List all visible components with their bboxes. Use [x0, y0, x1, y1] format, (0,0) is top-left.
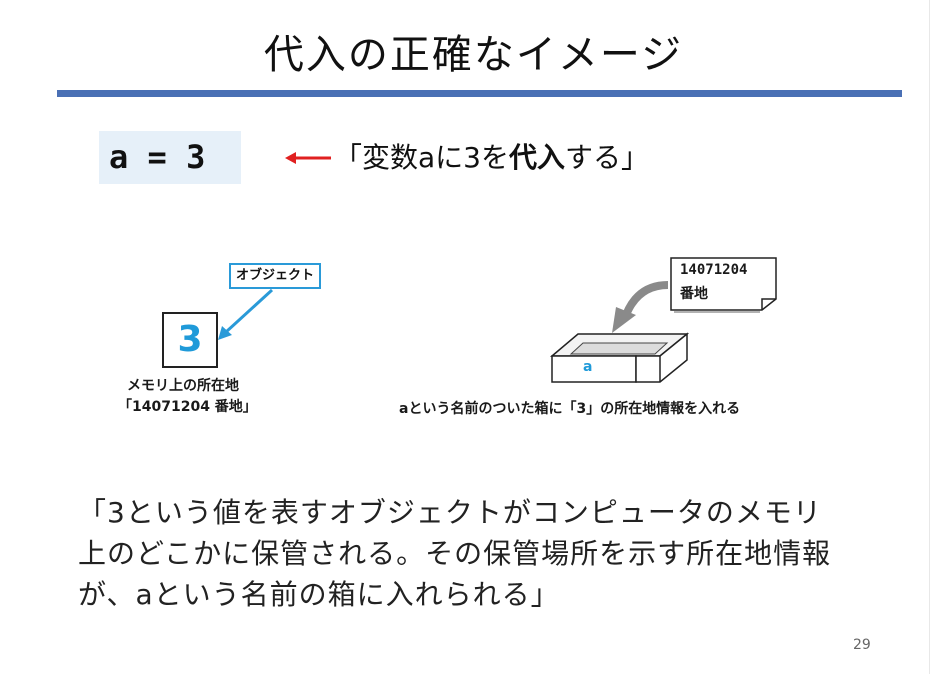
- object-label: オブジェクト: [229, 263, 321, 289]
- red-arrow-icon: [285, 152, 331, 164]
- slide-title: 代入の正確なイメージ: [263, 32, 684, 78]
- box-icon: [549, 332, 689, 383]
- box-caption: aという名前のついた箱に「3」の所在地情報を入れる: [399, 401, 741, 417]
- curved-arrow-icon: [612, 281, 669, 333]
- paragraph-line: が、aという名前の箱に入れられる」: [78, 578, 560, 611]
- desc-prefix: 「変数aに3を: [334, 141, 509, 174]
- code-description: 「変数aに3を代入する」: [334, 138, 649, 178]
- slide-edge: [929, 0, 930, 674]
- paragraph-line: 上のどこかに保管される。その保管場所を示す所在地情報: [78, 537, 832, 570]
- desc-suffix: する」: [565, 141, 650, 174]
- title-underline: [57, 90, 902, 97]
- desc-bold: 代入: [508, 141, 565, 174]
- address-number: 14071204: [680, 262, 748, 278]
- blue-arrow-icon: [218, 288, 274, 340]
- explanation-paragraph: 「3という値を表すオブジェクトがコンピュータのメモリ 上のどこかに保管される。そ…: [78, 492, 898, 615]
- memory-address-label: 「14071204 番地」: [118, 399, 257, 415]
- page-number: 29: [853, 637, 871, 653]
- memory-location-label: メモリ上の所在地: [127, 378, 239, 394]
- code-expression: a = 3: [99, 131, 241, 184]
- box-name-label: a: [583, 359, 593, 375]
- address-note-icon: [670, 257, 777, 313]
- address-unit: 番地: [680, 286, 708, 302]
- value-box: 3: [162, 312, 218, 368]
- paragraph-line: 「3という値を表すオブジェクトがコンピュータのメモリ: [78, 496, 822, 529]
